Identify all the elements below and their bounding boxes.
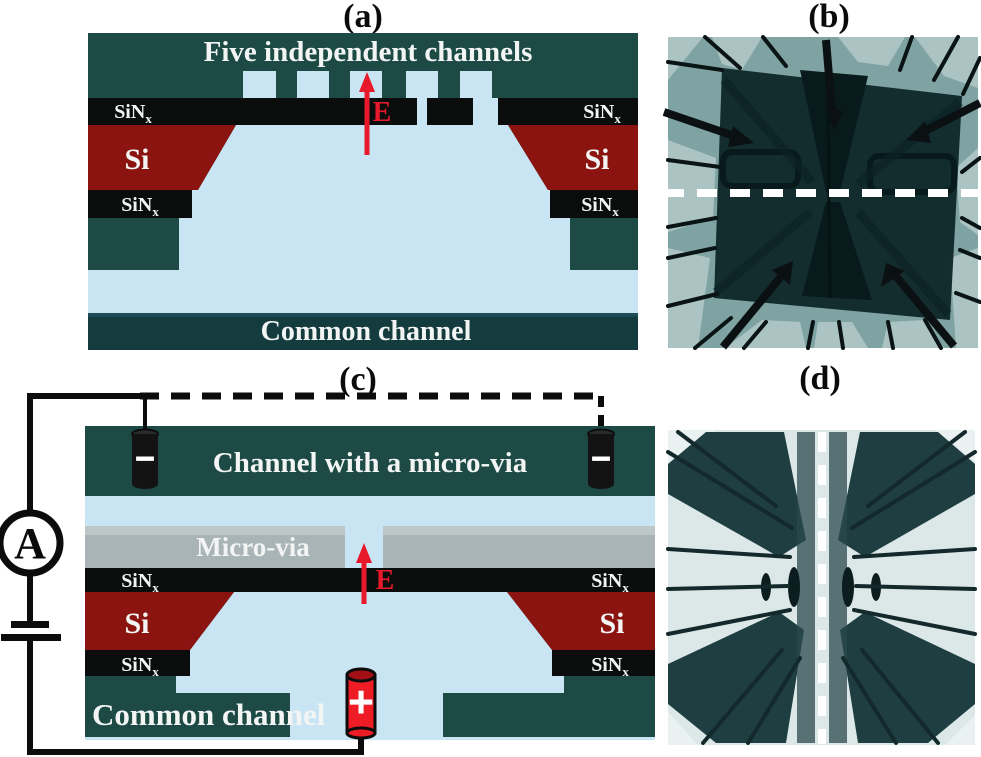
microvia-label: Micro-via bbox=[196, 532, 310, 562]
panel-d-micrograph: (d) bbox=[666, 360, 977, 745]
inflow-arrow-bottom-left-icon bbox=[719, 261, 793, 350]
nitride-lower-left bbox=[88, 190, 192, 218]
positive-electrode: + bbox=[345, 667, 377, 740]
panel-a-cross-section: (a) E Five independ bbox=[88, 0, 638, 350]
panel-a-top-label: Five independent channels bbox=[204, 36, 533, 68]
measurement-circuit: A − − bbox=[0, 392, 615, 755]
panel-c-title: (c) bbox=[339, 361, 377, 398]
e-field-arrow-icon bbox=[356, 543, 372, 604]
panel-a-bottom-label: Common channel bbox=[261, 316, 472, 347]
inflow-arrows bbox=[662, 39, 981, 350]
top-channel-liquid bbox=[85, 496, 655, 526]
nitride-label: SiNx bbox=[591, 570, 629, 595]
silicon-region-right bbox=[507, 592, 655, 650]
plus-sign: + bbox=[348, 678, 373, 727]
negative-electrode-right: − bbox=[587, 428, 615, 489]
panel-c-bottom-label: Common channel bbox=[92, 697, 326, 732]
inflow-arrow-top-icon bbox=[822, 39, 843, 131]
e-field-arrow-icon bbox=[359, 72, 375, 155]
silicon-label: Si bbox=[124, 607, 149, 640]
nitride-label: SiNx bbox=[583, 101, 621, 126]
panel-b-title: (b) bbox=[808, 0, 850, 35]
channel-opening-5 bbox=[460, 71, 492, 98]
panel-c-cross-section: (c) E Channel with a micro-via Micro-via… bbox=[0, 361, 655, 755]
micrograph-channel-lines bbox=[666, 35, 981, 350]
nitride-label: SiNx bbox=[114, 101, 152, 126]
nitride-label: SiNx bbox=[121, 194, 159, 219]
ammeter: A bbox=[0, 509, 64, 577]
silicon-label: Si bbox=[124, 143, 149, 176]
nitride-lower-right bbox=[552, 650, 655, 676]
wire bbox=[27, 393, 140, 513]
silicon-region-left bbox=[85, 592, 234, 650]
micrograph-texture bbox=[666, 430, 977, 745]
panel-c-top-label: Channel with a micro-via bbox=[213, 447, 528, 479]
channel-opening-2 bbox=[297, 71, 329, 98]
common-cavity-region bbox=[85, 592, 655, 740]
membrane-slit-2 bbox=[473, 98, 498, 125]
panel-b-micrograph: (b) bbox=[662, 0, 981, 350]
silicon-region-left bbox=[88, 125, 236, 190]
inflow-arrow-bottom-right-icon bbox=[881, 263, 958, 349]
channel-opening-4 bbox=[406, 71, 438, 98]
common-channel-band bbox=[88, 313, 638, 350]
nitride-membrane-top bbox=[88, 98, 638, 125]
panel-d-title: (d) bbox=[799, 360, 841, 397]
common-cavity-region bbox=[88, 125, 638, 313]
membrane-slit-1 bbox=[417, 98, 427, 125]
nitride-label: SiNx bbox=[591, 654, 629, 679]
minus-sign: − bbox=[135, 441, 154, 478]
e-field-label: E bbox=[376, 565, 395, 596]
silicon-region-right bbox=[508, 125, 638, 190]
e-field-label: E bbox=[373, 97, 392, 128]
nitride-lower-right bbox=[550, 190, 638, 218]
negative-electrode-left: − bbox=[131, 428, 159, 489]
nitride-label: SiNx bbox=[581, 194, 619, 219]
nitride-membrane-top bbox=[85, 568, 655, 592]
inflow-arrow-left-icon bbox=[662, 108, 754, 147]
nitride-label: SiNx bbox=[121, 570, 159, 595]
panel-a-title: (a) bbox=[343, 0, 383, 35]
common-channel-band-edge bbox=[88, 313, 638, 317]
minus-sign: − bbox=[591, 441, 610, 478]
nitride-label: SiNx bbox=[121, 654, 159, 679]
silicon-label: Si bbox=[584, 143, 609, 176]
silicon-label: Si bbox=[599, 607, 624, 640]
wire bbox=[27, 641, 364, 755]
inflow-arrow-right-icon bbox=[906, 99, 981, 143]
ammeter-label: A bbox=[14, 519, 46, 568]
channel-opening-1 bbox=[243, 71, 276, 98]
battery-icon bbox=[1, 621, 61, 641]
nitride-lower-left bbox=[85, 650, 190, 676]
